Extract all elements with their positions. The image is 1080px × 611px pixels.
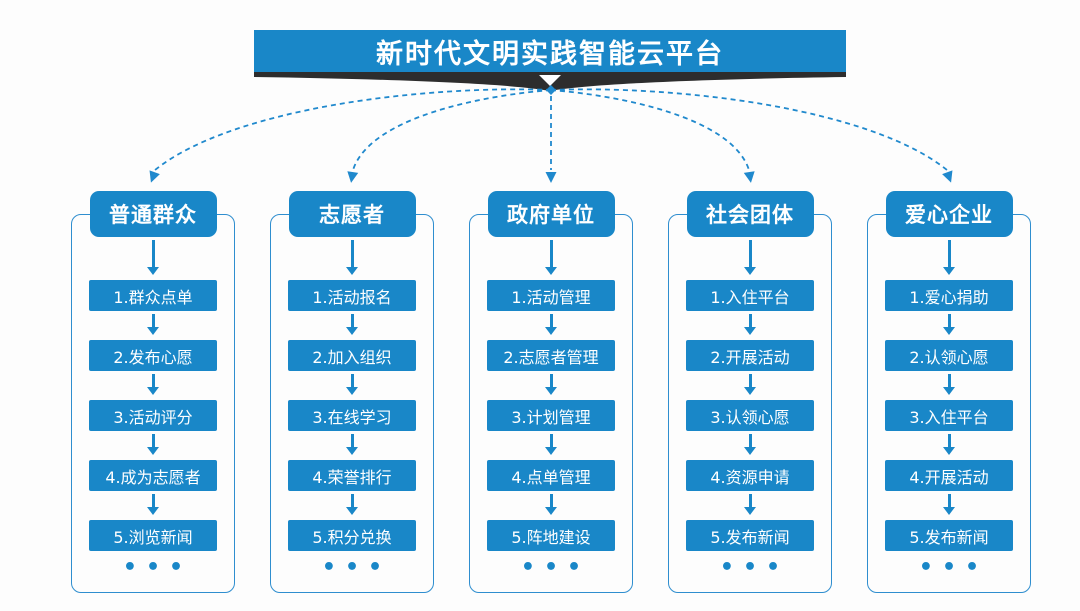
column-header: 社会团体 — [686, 191, 814, 237]
down-arrow-icon — [151, 494, 155, 507]
step-box: 1.入住平台 — [686, 280, 814, 311]
step-box: 5.发布新闻 — [686, 520, 814, 551]
step-box: 4.荣誉排行 — [288, 460, 416, 491]
down-arrow-icon — [748, 494, 752, 507]
page-title: 新时代文明实践智能云平台 — [376, 38, 724, 70]
step-box: 4.资源申请 — [686, 460, 814, 491]
step-box: 3.活动评分 — [89, 400, 217, 431]
step-box: 5.阵地建设 — [487, 520, 615, 551]
connector-curve-right-inner — [550, 89, 750, 171]
ellipsis-dots: ••• — [520, 555, 591, 580]
column-government: 政府单位 1.活动管理 2.志愿者管理 3.计划管理 4.点单管理 5.阵地建设… — [469, 191, 633, 593]
ellipsis-dots: ••• — [321, 555, 392, 580]
down-arrow-icon — [748, 240, 752, 267]
down-arrow-icon — [549, 240, 553, 267]
arrowhead-icon — [743, 171, 755, 183]
fan-connector-lines — [149, 85, 953, 183]
down-arrow-icon — [549, 314, 553, 327]
arrowhead-icon — [149, 170, 160, 183]
platform-title-banner: 新时代文明实践智能云平台 — [254, 30, 846, 72]
down-arrow-icon — [947, 240, 951, 267]
down-arrow-icon — [151, 314, 155, 327]
step-box: 3.认领心愿 — [686, 400, 814, 431]
connector-curve-right-outer — [550, 88, 948, 171]
column-volunteers: 志愿者 1.活动报名 2.加入组织 3.在线学习 4.荣誉排行 5.积分兑换 •… — [270, 191, 434, 593]
step-box: 4.开展活动 — [885, 460, 1013, 491]
connector-curve-left-inner — [352, 89, 552, 171]
down-arrow-icon — [947, 314, 951, 327]
down-arrow-icon — [947, 494, 951, 507]
down-triangle-icon — [539, 75, 561, 86]
column-general-public: 普通群众 1.群众点单 2.发布心愿 3.活动评分 4.成为志愿者 5.浏览新闻… — [71, 191, 235, 593]
fan-origin-node — [546, 85, 556, 95]
column-caring-enterprises: 爱心企业 1.爱心捐助 2.认领心愿 3.入住平台 4.开展活动 5.发布新闻 … — [867, 191, 1031, 593]
step-box: 3.入住平台 — [885, 400, 1013, 431]
down-arrow-icon — [151, 240, 155, 267]
step-box: 5.浏览新闻 — [89, 520, 217, 551]
step-box: 3.在线学习 — [288, 400, 416, 431]
column-header: 政府单位 — [487, 191, 615, 237]
down-arrow-icon — [350, 240, 354, 267]
step-box: 1.群众点单 — [89, 280, 217, 311]
step-box: 2.志愿者管理 — [487, 340, 615, 371]
step-box: 4.成为志愿者 — [89, 460, 217, 491]
down-arrow-icon — [748, 374, 752, 387]
step-box: 1.爱心捐助 — [885, 280, 1013, 311]
step-box: 5.发布新闻 — [885, 520, 1013, 551]
banner-ribbon — [254, 72, 846, 91]
down-arrow-icon — [748, 434, 752, 447]
step-box: 1.活动报名 — [288, 280, 416, 311]
step-box: 5.积分兑换 — [288, 520, 416, 551]
down-arrow-icon — [549, 374, 553, 387]
down-arrow-icon — [947, 434, 951, 447]
column-header: 志愿者 — [288, 191, 416, 237]
down-arrow-icon — [549, 494, 553, 507]
connector-curve-left-outer — [154, 88, 552, 171]
down-arrow-icon — [350, 314, 354, 327]
step-box: 2.开展活动 — [686, 340, 814, 371]
down-arrow-icon — [151, 374, 155, 387]
column-header: 普通群众 — [89, 191, 217, 237]
down-arrow-icon — [748, 314, 752, 327]
step-box: 2.认领心愿 — [885, 340, 1013, 371]
ellipsis-dots: ••• — [122, 555, 193, 580]
step-box: 2.发布心愿 — [89, 340, 217, 371]
arrowhead-icon — [347, 171, 359, 183]
down-arrow-icon — [549, 434, 553, 447]
arrowhead-icon — [942, 170, 953, 183]
down-arrow-icon — [947, 374, 951, 387]
down-arrow-icon — [350, 494, 354, 507]
ellipsis-dots: ••• — [719, 555, 790, 580]
down-arrow-icon — [350, 374, 354, 387]
step-box: 1.活动管理 — [487, 280, 615, 311]
arrowhead-icon — [545, 172, 557, 183]
down-arrow-icon — [350, 434, 354, 447]
ellipsis-dots: ••• — [918, 555, 989, 580]
down-arrow-icon — [151, 434, 155, 447]
step-box: 4.点单管理 — [487, 460, 615, 491]
step-box: 2.加入组织 — [288, 340, 416, 371]
column-social-groups: 社会团体 1.入住平台 2.开展活动 3.认领心愿 4.资源申请 5.发布新闻 … — [668, 191, 832, 593]
column-header: 爱心企业 — [885, 191, 1013, 237]
step-box: 3.计划管理 — [487, 400, 615, 431]
